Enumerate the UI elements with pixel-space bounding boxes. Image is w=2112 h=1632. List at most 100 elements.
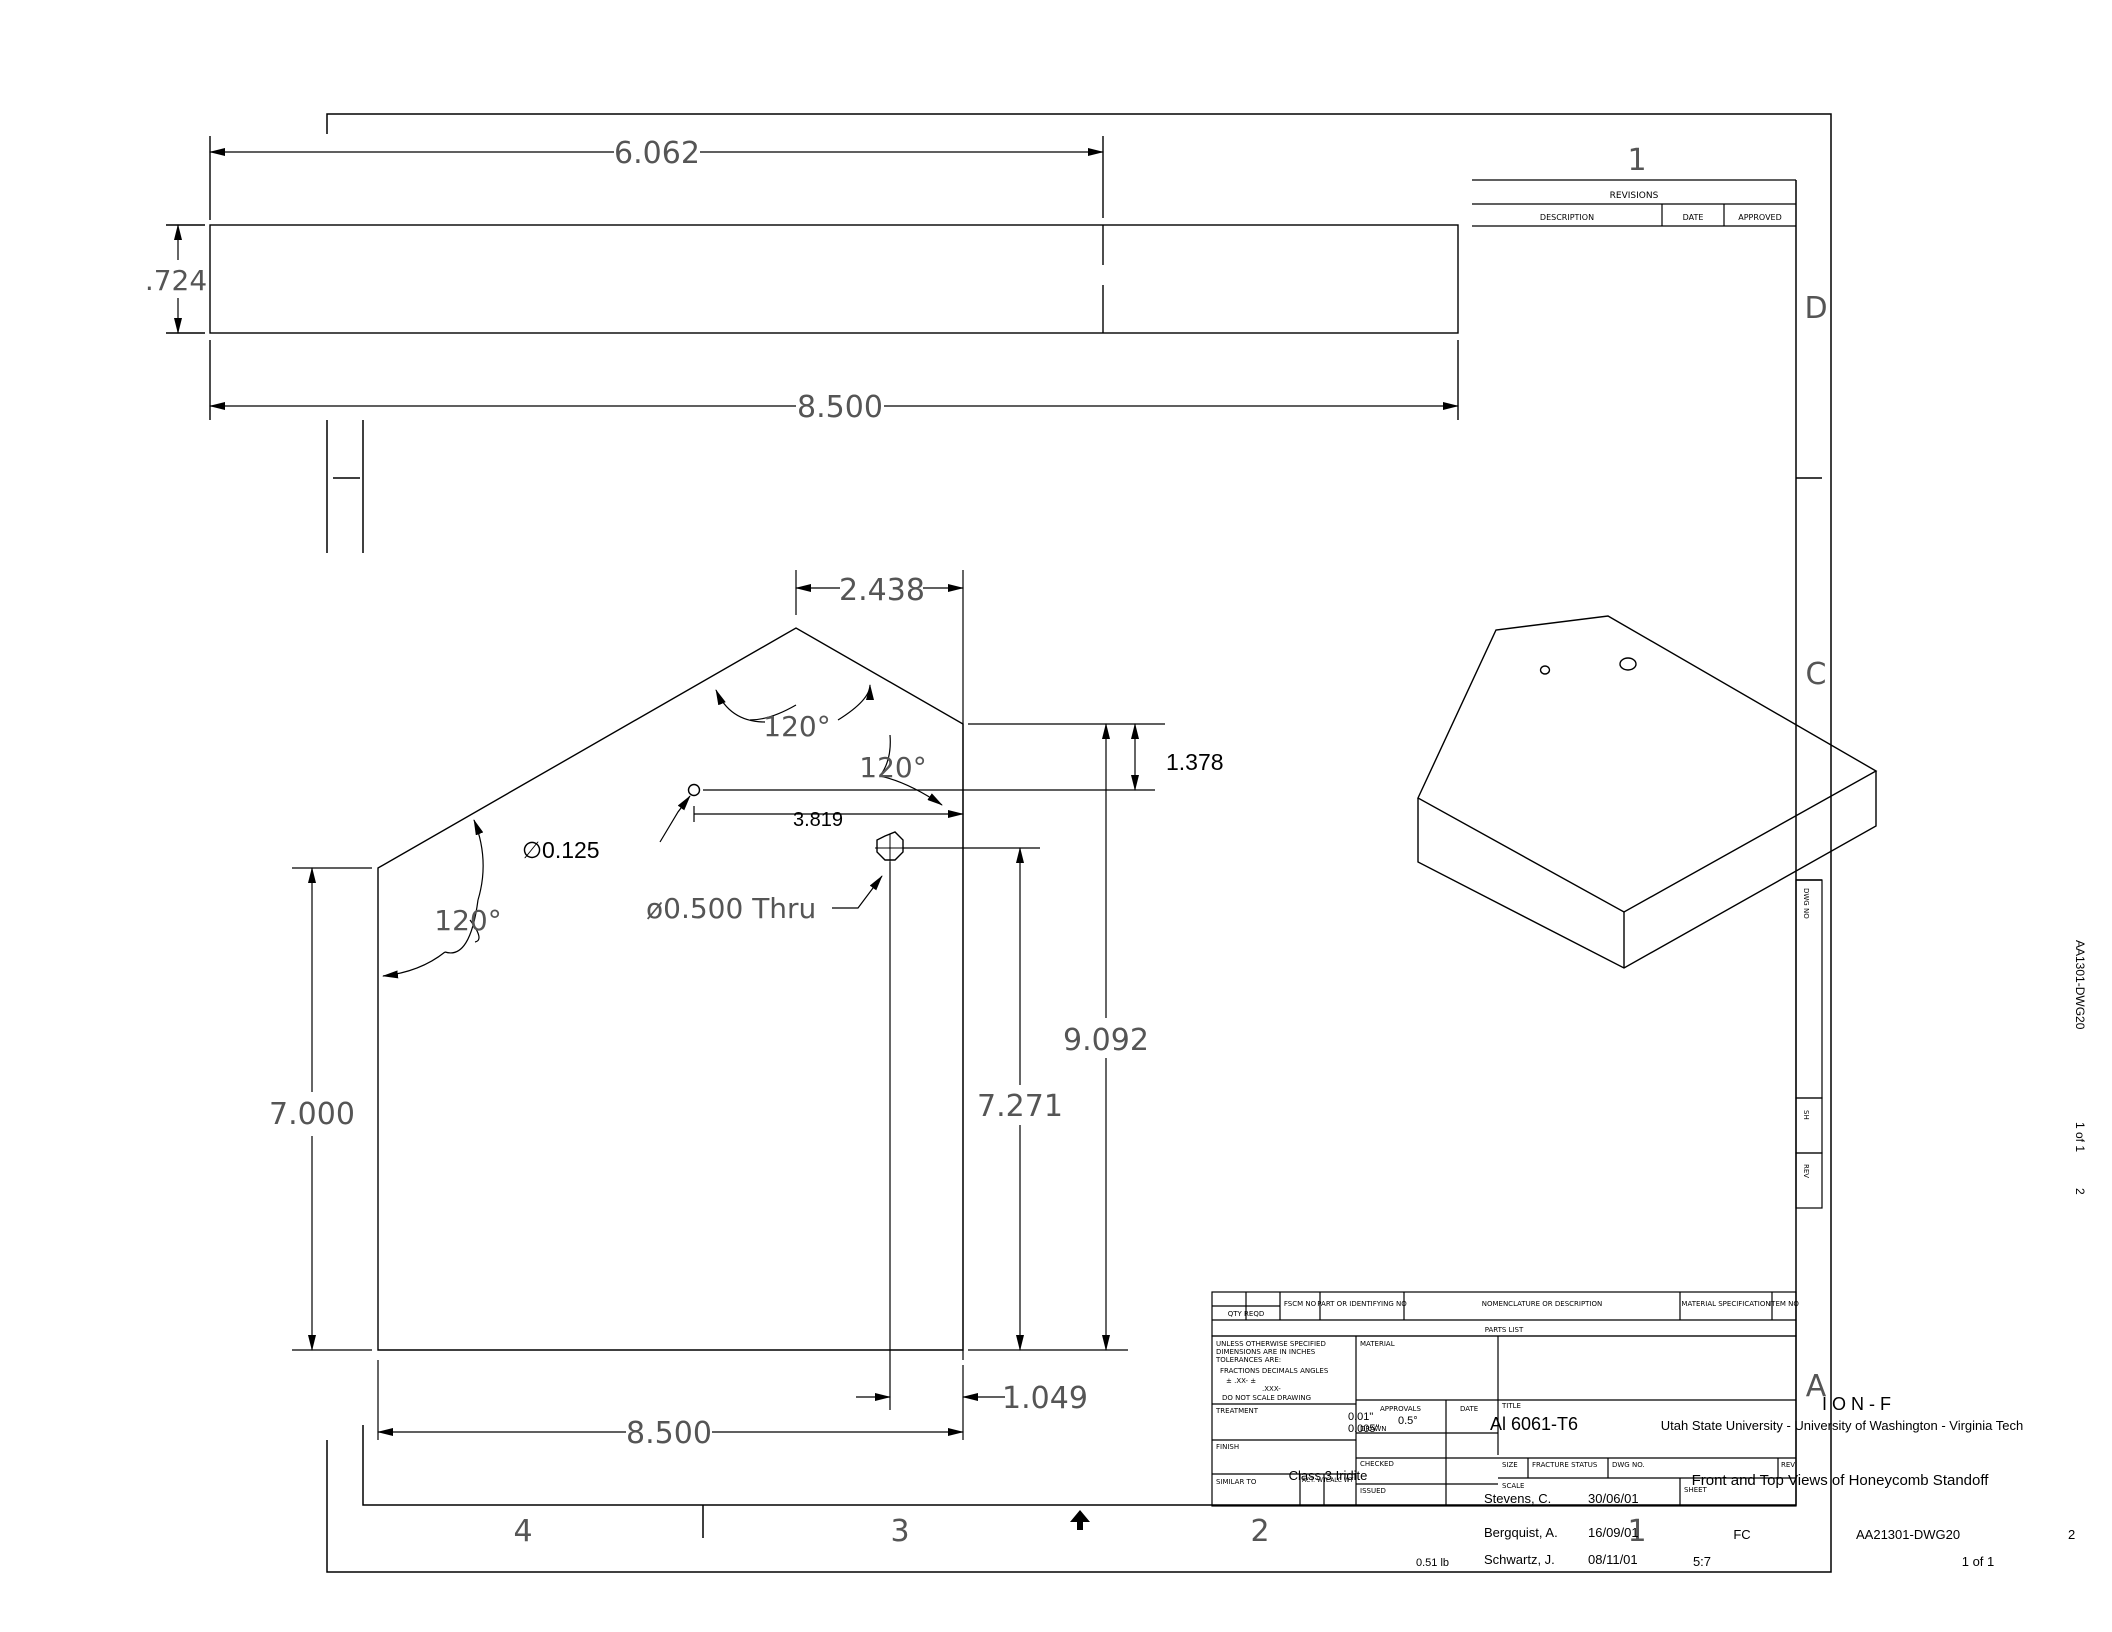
top-view <box>166 136 1459 420</box>
tb-tol-angle: 0.5° <box>1398 1415 1418 1427</box>
front-view-outline <box>377 627 964 1351</box>
dim-bottom-width: 8.500 <box>626 1416 712 1451</box>
dim-angle-right: 120° <box>859 751 926 784</box>
tb-notes-line3: TOLERANCES ARE: <box>1215 1356 1281 1364</box>
tb-drawn-date: 30/06/01 <box>1588 1491 1639 1506</box>
tb-material-value: Al 6061-T6 <box>1490 1414 1578 1434</box>
parts-col-item: ITEM NO <box>1769 1300 1799 1308</box>
dim-small-hole-dia: ∅0.125 <box>522 837 600 863</box>
revisions-col-description: DESCRIPTION <box>1540 213 1594 222</box>
dim-total-height: 9.092 <box>1063 1023 1149 1058</box>
revisions-col-approved: APPROVED <box>1738 213 1782 222</box>
side-strip-sh-label: SH <box>1802 1110 1810 1120</box>
zone-bottom-1: 1 <box>1627 1514 1646 1549</box>
revisions-title: REVISIONS <box>1610 191 1659 201</box>
isometric-view <box>1417 615 1878 969</box>
front-view-dimension-lines <box>308 584 1139 1436</box>
parts-col-part: PART OR IDENTIFYING NO <box>1317 1300 1407 1308</box>
tb-notes-line2: DIMENSIONS ARE IN INCHES <box>1216 1348 1316 1356</box>
tb-rev-label: REV <box>1781 1461 1795 1469</box>
big-hole <box>876 831 904 861</box>
parts-list <box>1211 1291 1797 1337</box>
tb-calc-wt-label: CALC WT <box>1326 1477 1354 1484</box>
dim-top-width-partial: 6.062 <box>614 136 700 171</box>
tb-tol-decimal: 0.01" <box>1348 1411 1373 1423</box>
side-strip-dwg-label: DWG NO <box>1802 888 1810 919</box>
tb-drawing-title: Front and Top Views of Honeycomb Standof… <box>1692 1472 1990 1489</box>
side-strip-dwg-number: AA1301-DWG20 <box>2073 940 2087 1030</box>
tb-dwg-no-label: DWG NO. <box>1612 1461 1645 1469</box>
sheet-border <box>326 113 1832 1573</box>
tb-size-label: SIZE <box>1502 1461 1518 1469</box>
parts-list-title: PARTS LIST <box>1485 1326 1524 1334</box>
small-hole <box>687 783 701 797</box>
zone-bottom-4: 4 <box>513 1514 532 1549</box>
tb-program-fragment: I O N - F <box>1822 1394 1891 1414</box>
side-strip-rev-label: REV <box>1802 1164 1810 1178</box>
tb-act-wt-label: ACT. WT. <box>1302 1477 1328 1484</box>
zone-top-1: 1 <box>1627 143 1646 178</box>
tb-drawn-name: Stevens, C. <box>1484 1491 1551 1506</box>
dim-big-hole-offset: 1.049 <box>1002 1381 1088 1416</box>
dim-big-hole-note: ø0.500 Thru <box>646 892 816 925</box>
revisions-table <box>1472 179 1796 227</box>
tb-issued-name: Schwartz, J. <box>1484 1552 1555 1567</box>
tb-similar-label: SIMILAR TO <box>1216 1478 1257 1486</box>
title-block <box>1211 1335 1797 1507</box>
tb-notes-line5: ± .XX- ± <box>1226 1377 1256 1385</box>
centering-arrow-icon <box>1070 1510 1090 1530</box>
tb-finish-value: Class 3 Iridite <box>1289 1468 1368 1483</box>
zone-row-d: D <box>1804 291 1827 326</box>
zone-bottom-2: 2 <box>1250 1514 1269 1549</box>
tb-sheet-value: 1 of 1 <box>1962 1554 1995 1569</box>
dim-small-hole-x: 3.819 <box>793 809 843 831</box>
dim-apex-offset: 2.438 <box>839 573 925 608</box>
tb-finish-label: FINISH <box>1216 1443 1239 1451</box>
side-strip-rev: 2 <box>2073 1188 2087 1195</box>
tb-material-label: MATERIAL <box>1360 1340 1395 1348</box>
tb-rev: 2 <box>2068 1527 2075 1542</box>
tb-org-line: Utah State University - University of Wa… <box>1661 1418 2023 1433</box>
zone-row-a: A <box>1806 1369 1827 1404</box>
dim-top-height: .724 <box>145 264 207 297</box>
parts-col-qty: QTY REQD <box>1228 1310 1264 1318</box>
tb-tol-decimal3: 0.005" <box>1348 1423 1380 1435</box>
parts-col-material: MATERIAL SPECIFICATION <box>1681 1300 1770 1308</box>
tb-notes-line1: UNLESS OTHERWISE SPECIFIED <box>1216 1340 1326 1348</box>
top-view-dimension-lines <box>174 148 1459 410</box>
zone-bottom-3: 3 <box>890 1514 909 1549</box>
front-view-centerlines <box>875 834 905 862</box>
tb-title-label: TITLE <box>1501 1402 1521 1410</box>
front-view-extension-lines <box>292 570 1165 1440</box>
side-strip <box>1795 879 1823 1209</box>
tb-drawn-label: DRAWN <box>1360 1425 1387 1433</box>
tb-dwg-no: AA21301-DWG20 <box>1856 1527 1960 1542</box>
tb-date-label: DATE <box>1460 1405 1478 1413</box>
parts-col-nomenclature: NOMENCLATURE OR DESCRIPTION <box>1482 1300 1603 1308</box>
tb-issued-label: ISSUED <box>1360 1487 1386 1495</box>
tb-scale-label: SCALE <box>1502 1482 1524 1490</box>
tb-fracture-label: FRACTURE STATUS <box>1532 1461 1598 1469</box>
revisions-col-date: DATE <box>1683 213 1704 222</box>
tb-notes-line6: .XXX- <box>1262 1385 1281 1393</box>
dim-side-height: 7.000 <box>269 1097 355 1132</box>
tb-notes-line4: FRACTIONS DECIMALS ANGLES <box>1220 1367 1329 1375</box>
tb-notes-line7: DO NOT SCALE DRAWING <box>1222 1394 1311 1402</box>
tb-weight: 0.51 lb <box>1416 1557 1449 1569</box>
dim-big-hole-height: 7.271 <box>977 1089 1063 1124</box>
tb-approvals-label: APPROVALS <box>1380 1405 1422 1413</box>
tb-checked-date: 16/09/01 <box>1588 1525 1639 1540</box>
side-strip-sheet: 1 of 1 <box>2073 1122 2087 1152</box>
dim-top-width-total: 8.500 <box>797 390 883 425</box>
zone-row-c: C <box>1806 657 1827 692</box>
tb-sheet-label: SHEET <box>1684 1486 1708 1494</box>
tb-checked-label: CHECKED <box>1360 1460 1394 1468</box>
dim-shoulder-drop: 1.378 <box>1166 749 1224 775</box>
tb-checked-name: Bergquist, A. <box>1484 1525 1558 1540</box>
tb-size-value: FC <box>1733 1527 1750 1542</box>
dim-angle-left: 120° <box>434 904 501 937</box>
parts-col-fscm: FSCM NO <box>1284 1300 1317 1308</box>
tb-issued-date: 08/11/01 <box>1588 1552 1638 1567</box>
tb-treatment-label: TREATMENT <box>1215 1407 1259 1415</box>
